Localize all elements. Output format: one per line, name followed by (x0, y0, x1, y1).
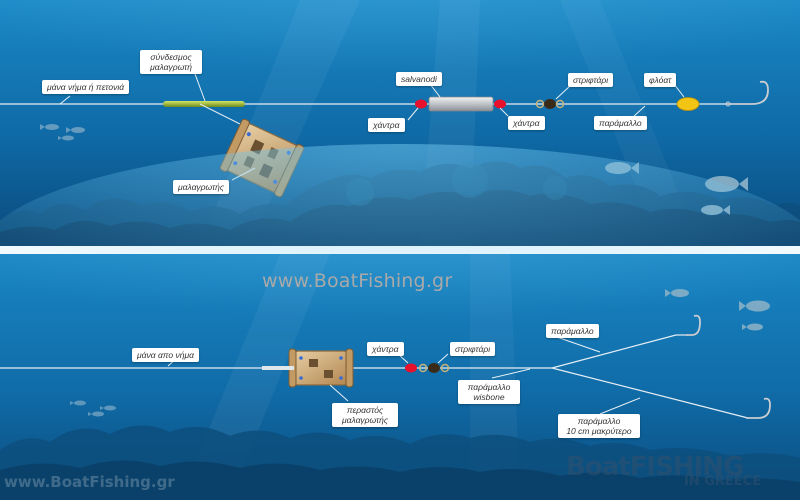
salvanodi-sinker (428, 96, 494, 112)
label-sliding-feeder: περαστός μαλαγρωτής (332, 403, 398, 427)
label-main-line-bottom: μάνα απο νήμα (132, 348, 199, 362)
top-fish-school-left (40, 124, 85, 141)
bead-left (415, 99, 427, 109)
label-wisbone: παράμαλλο wisbone (458, 380, 520, 404)
label-swivel-bottom: στριφτάρι (450, 342, 496, 356)
label-leader-long-text: παράμαλλο 10 cm μακρύτερο (566, 416, 632, 436)
swivel (535, 99, 565, 109)
label-main-line-top: μάνα νήμα ή πετονιά (42, 80, 130, 94)
sliding-feeder (288, 348, 354, 388)
label-bead-bottom: χάντρα (367, 342, 404, 356)
hook-bottom (746, 397, 771, 419)
label-bead-right: χάντρα (508, 116, 545, 130)
bottom-bead (405, 363, 417, 373)
bottom-rig (0, 314, 771, 419)
feeder-connector (163, 101, 245, 107)
bottom-fish-school-left (70, 400, 116, 417)
label-sliding-feeder-text: περαστός μαλαγρωτής (342, 405, 388, 425)
watermark-center: www.BoatFishing.gr (262, 270, 453, 292)
label-leader-top-branch: παράμαλλο (546, 324, 599, 338)
logo-sub: IN GREECE (684, 474, 762, 489)
label-feeder-connector-text: σύνδεσμος μαλαγρωτή (150, 52, 192, 72)
label-bead-left: χάντρα (368, 118, 405, 132)
bottom-swivel (418, 363, 450, 373)
label-float: φλόατ (644, 73, 677, 87)
label-salvanodi: salvanodi (396, 72, 442, 86)
label-feeder-connector: σύνδεσμος μαλαγρωτή (140, 50, 202, 74)
bottom-fish-right (665, 289, 770, 331)
float (676, 97, 700, 111)
bead-right (494, 99, 506, 109)
hook (730, 80, 769, 105)
label-leader-top: παράμαλλο (594, 116, 647, 130)
label-wisbone-text: παράμαλλο wisbone (467, 382, 511, 402)
label-swivel-top: στριφτάρι (568, 73, 614, 87)
label-leader-long: παράμαλλο 10 cm μακρύτερο (558, 414, 640, 438)
bottom-reef (0, 425, 800, 500)
hook-top (686, 314, 701, 336)
logo-main: BoatFISHING (566, 452, 744, 482)
boatfishing-logo: BoatFISHING IN GREECE (566, 452, 794, 496)
label-feeder: μαλαγρωτής (173, 180, 229, 194)
watermark-bottom-left: www.BoatFishing.gr (4, 473, 175, 491)
